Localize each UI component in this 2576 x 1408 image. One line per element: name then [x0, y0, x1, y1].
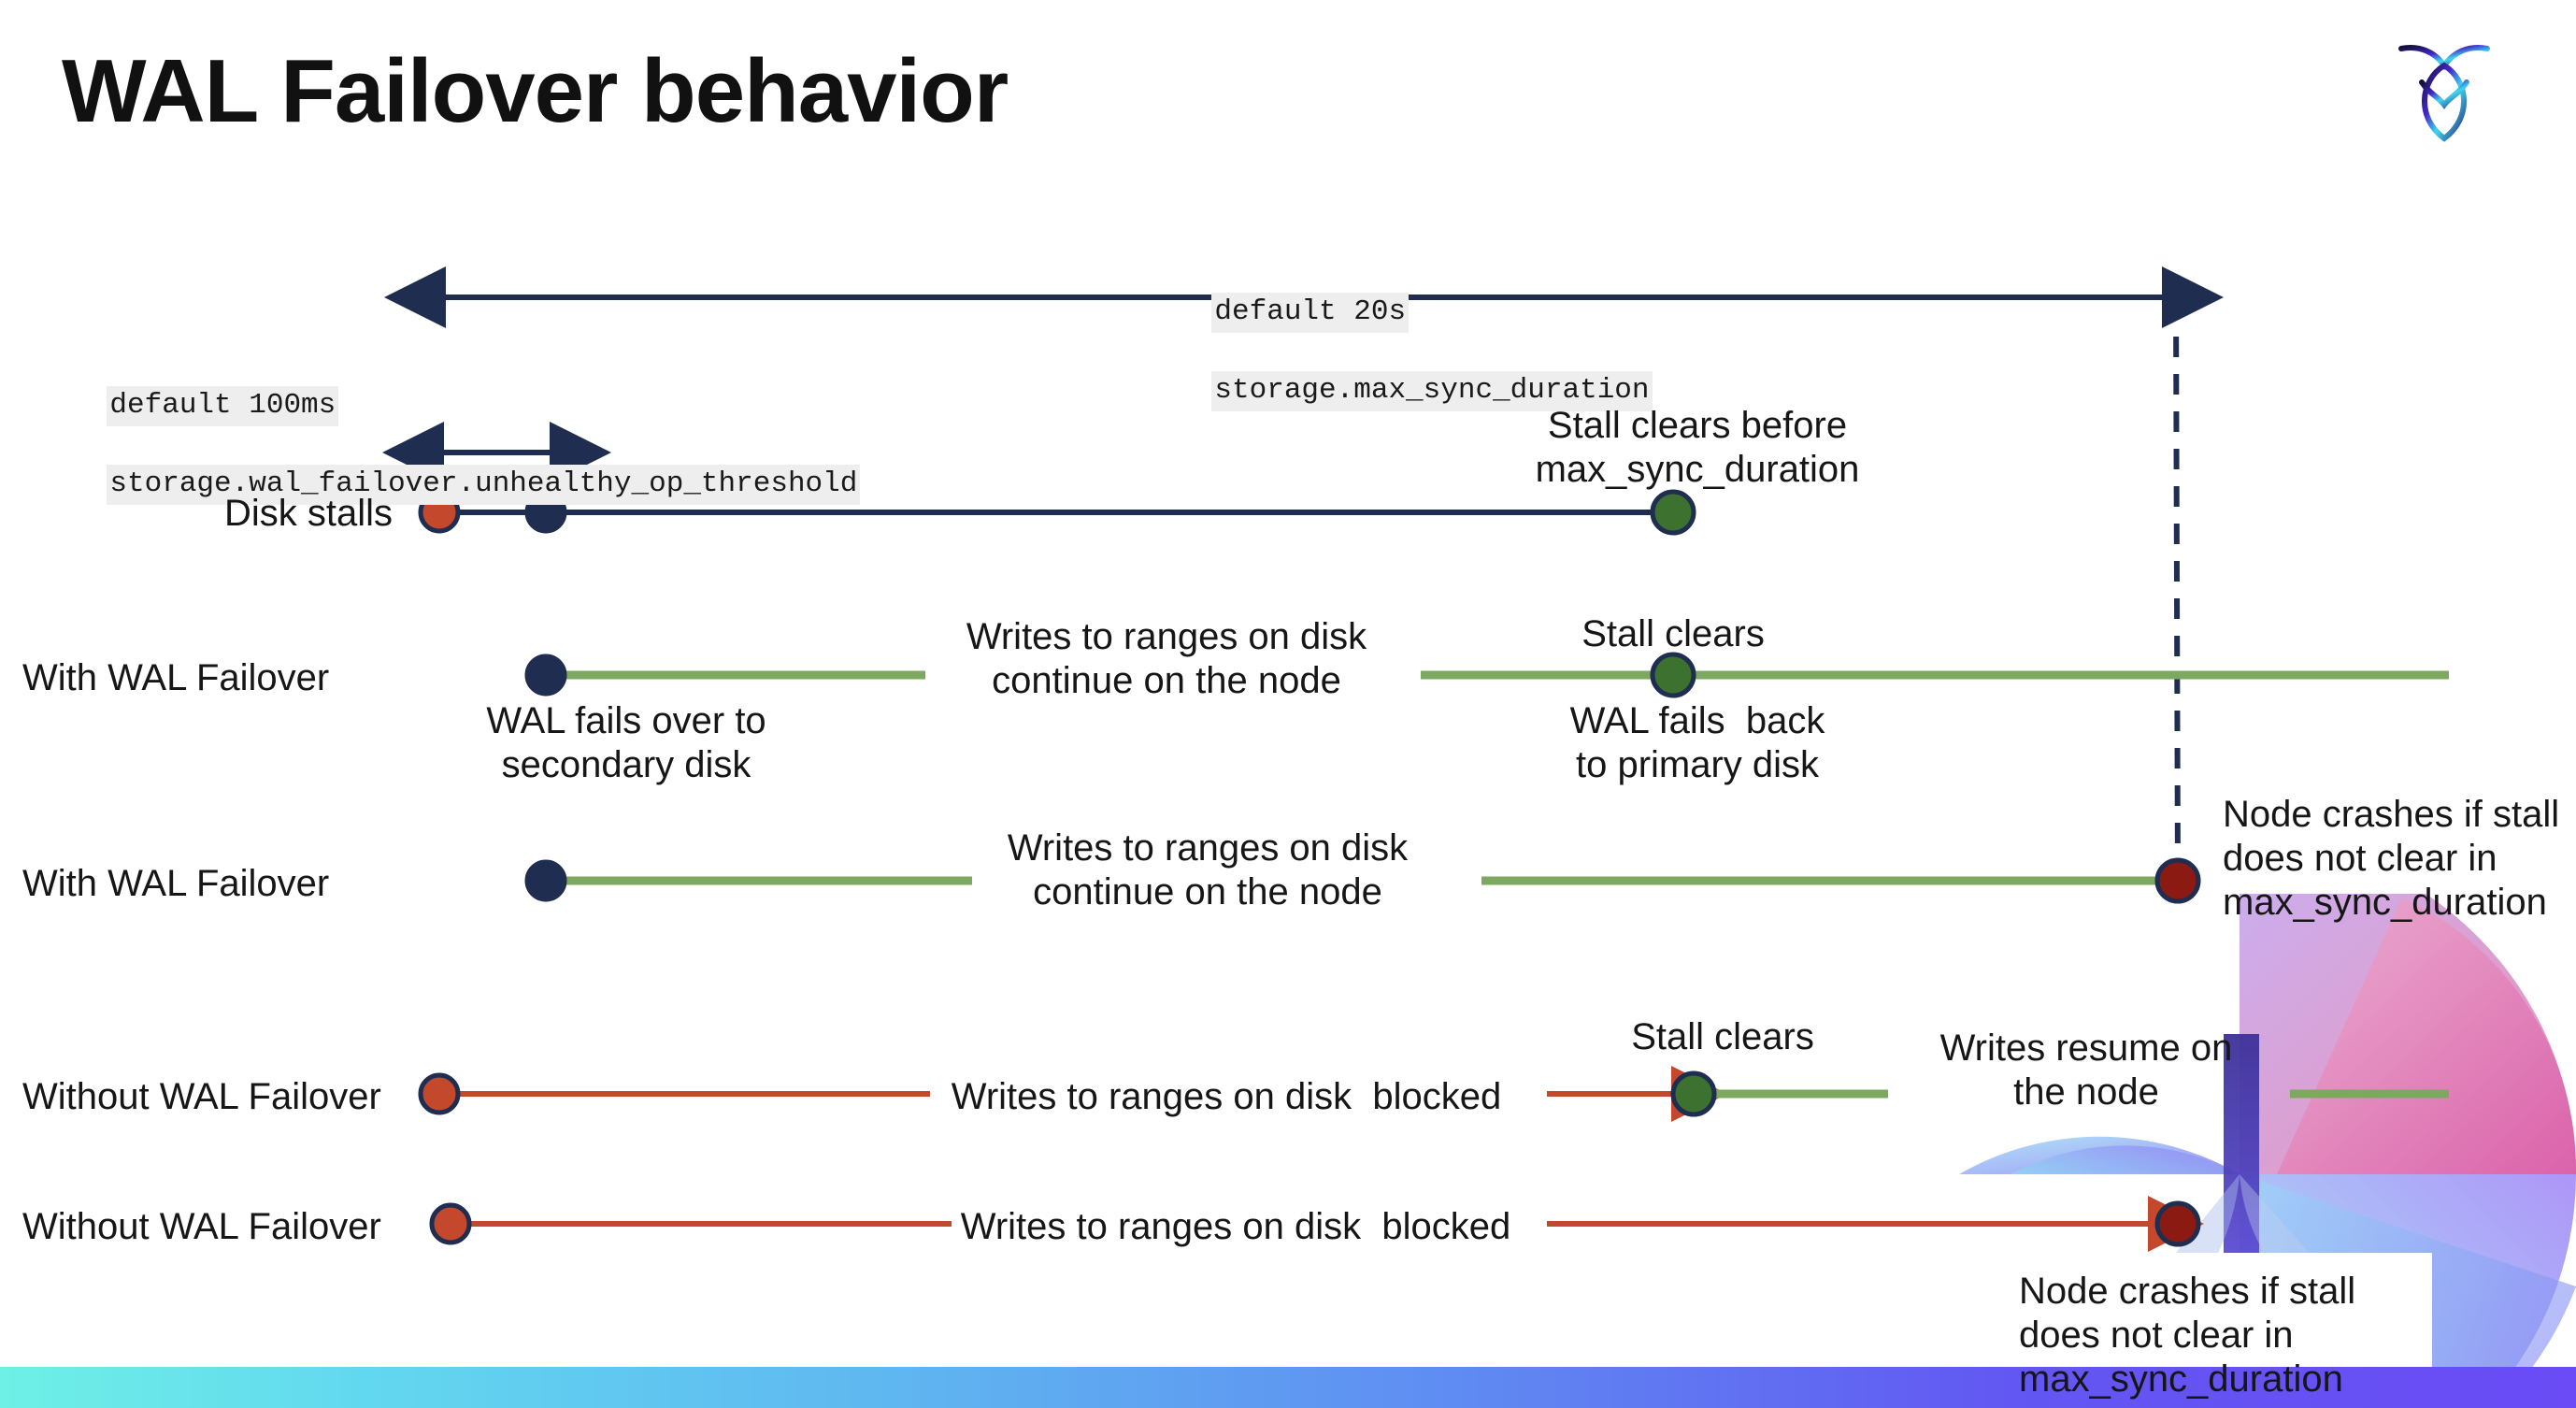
cockroachdb-logo-icon [2398, 45, 2490, 142]
unhealthy-setting-name: storage.wal_failover.unhealthy_op_thresh… [107, 464, 861, 505]
note-writes-blocked-2: Writes to ranges on disk blocked [960, 1206, 1511, 1247]
row-label-with-wal-failover-2: With WAL Failover [22, 863, 330, 904]
unhealthy-op-threshold-annotation: default 100ms storage.wal_failover.unhea… [37, 348, 861, 543]
note-node-crashes-2: Node crashes if stall does not clear in … [2019, 1271, 2356, 1401]
note-writes-blocked-1: Writes to ranges on disk blocked [951, 1076, 1502, 1117]
note-stall-clears-before-max-sync: Stall clears before max_sync_duration [1535, 405, 1860, 491]
row-label-disk-stalls: Disk stalls [223, 493, 393, 534]
max-sync-default-value: default 20s [1211, 292, 1410, 333]
row-with-wal-failover-1-track [524, 652, 2449, 698]
note-stall-clears-2: Stall clears [1631, 1016, 1814, 1057]
note-wal-fails-back: WAL fails back to primary disk [1569, 700, 1825, 786]
note-node-crashes-1: Node crashes if stall does not clear in … [2223, 794, 2560, 924]
note-writes-resume: Writes resume on the node [1939, 1027, 2233, 1113]
row-label-without-wal-failover-2: Without WAL Failover [22, 1206, 381, 1247]
max-sync-setting-name: storage.max_sync_duration [1211, 370, 1653, 411]
note-writes-continue-1: Writes to ranges on disk continue on the… [966, 616, 1367, 702]
row-without-wal-failover-1-track [418, 1066, 2449, 1122]
max-sync-duration-annotation: default 20s storage.max_sync_duration [1142, 254, 1653, 450]
note-stall-clears-1: Stall clears [1581, 613, 1765, 654]
row-label-without-wal-failover-1: Without WAL Failover [22, 1076, 381, 1117]
row-without-wal-failover-2-track [429, 1196, 2204, 1252]
note-writes-continue-2: Writes to ranges on disk continue on the… [1007, 827, 1409, 913]
bottom-gradient-bar [0, 1367, 2576, 1408]
row-with-wal-failover-2-track [524, 857, 2201, 904]
max-sync-dashed-connector [2173, 298, 2181, 878]
page-title: WAL Failover behavior [62, 41, 1009, 141]
row-label-with-wal-failover-1: With WAL Failover [22, 657, 330, 698]
unhealthy-default-value: default 100ms [107, 385, 339, 426]
note-wal-fails-over: WAL fails over to secondary disk [486, 700, 766, 786]
